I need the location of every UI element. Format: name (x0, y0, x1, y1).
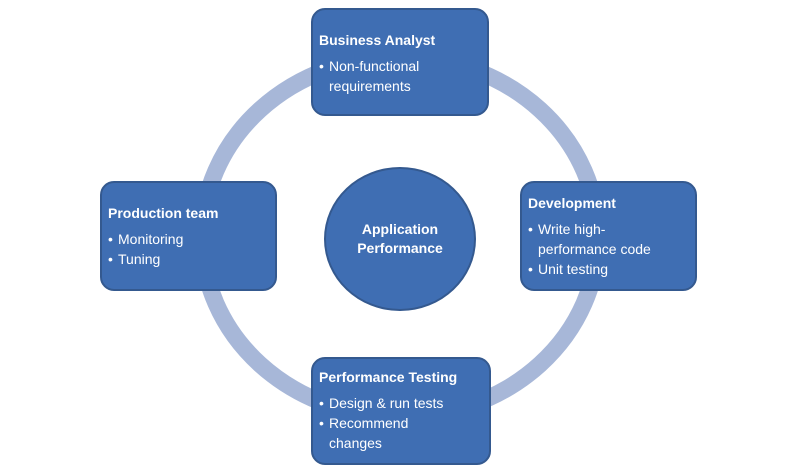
list-item: Unit testing (528, 259, 695, 279)
development-title: Development (528, 195, 616, 211)
business-analyst-box: Business Analyst Non-functionalrequireme… (311, 8, 489, 116)
development-list: Write high-performance code Unit testing (528, 219, 695, 279)
business-analyst-title: Business Analyst (319, 32, 436, 48)
list-item: Write high-performance code (528, 219, 695, 259)
performance-testing-box: Performance Testing Design & run tests R… (311, 357, 491, 465)
development-box: Development Write high-performance code … (520, 181, 697, 291)
center-label-line2: Performance (357, 240, 443, 256)
list-item: Monitoring (108, 229, 275, 249)
production-team-title: Production team (108, 205, 219, 221)
center-circle: Application Performance (324, 167, 476, 311)
list-item: Tuning (108, 249, 275, 269)
production-team-box: Production team Monitoring Tuning (100, 181, 277, 291)
list-item: Design & run tests (319, 393, 489, 413)
production-team-list: Monitoring Tuning (108, 229, 275, 269)
performance-testing-title: Performance Testing (319, 369, 458, 385)
center-label-line1: Application (361, 221, 439, 237)
